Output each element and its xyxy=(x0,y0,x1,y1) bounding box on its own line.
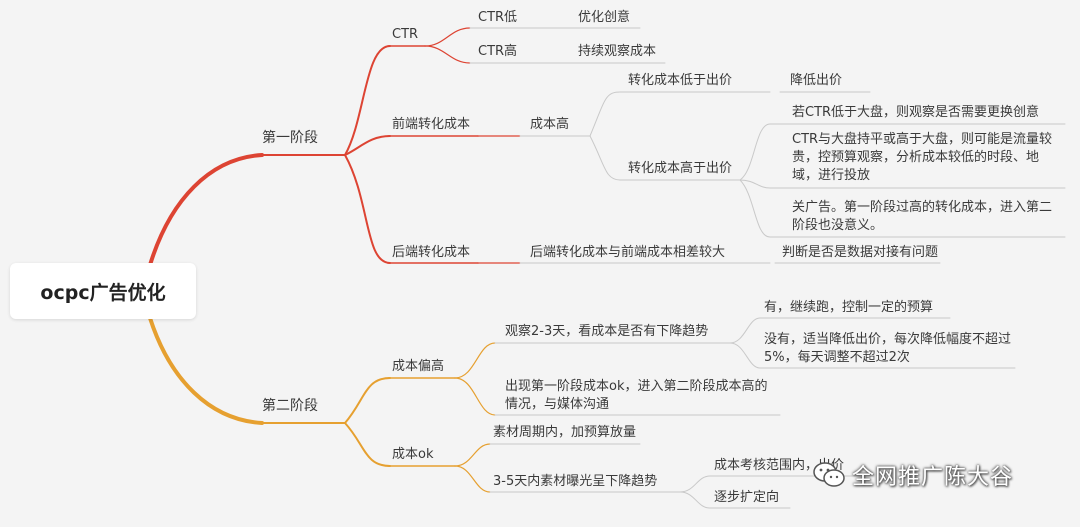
node-cost-ok[interactable]: 成本ok xyxy=(392,447,434,462)
node-cost-high[interactable]: 成本偏高 xyxy=(392,359,445,374)
node-trend[interactable]: 3-5天内素材曝光呈下降趋势 xyxy=(493,474,658,489)
node-above-bid-1[interactable]: 若CTR低于大盘，则观察是否需要更换创意 xyxy=(792,105,1040,120)
node-ctr[interactable]: CTR xyxy=(392,27,419,42)
node-observe[interactable]: 观察2-3天，看成本是否有下降趋势 xyxy=(505,324,709,339)
node-ctr-high-action[interactable]: 持续观察成本 xyxy=(578,44,657,59)
node-no[interactable]: 没有，适当降低出价，每次降低幅度不超过5%，每天调整不超过2次 xyxy=(764,332,1012,365)
node-above-bid[interactable]: 转化成本高于出价 xyxy=(628,161,733,176)
node-below-bid[interactable]: 转化成本低于出价 xyxy=(628,73,733,88)
watermark: 全网推广陈大谷 xyxy=(812,459,1013,491)
node-ctr-low-action[interactable]: 优化创意 xyxy=(578,10,631,25)
link-root-stage2 xyxy=(148,316,264,425)
node-expand[interactable]: 逐步扩定向 xyxy=(714,490,780,505)
node-back-judge[interactable]: 判断是否是数据对接有问题 xyxy=(782,245,939,260)
node-high-cost[interactable]: 成本高 xyxy=(530,117,570,132)
node-below-bid-action[interactable]: 降低出价 xyxy=(790,73,843,88)
node-sync[interactable]: 出现第一阶段成本ok，进入第二阶段成本高的情况，与媒体沟通 xyxy=(505,379,768,412)
watermark-text: 全网推广陈大谷 xyxy=(852,465,1014,490)
root-node[interactable]: ocpc广告优化 xyxy=(10,263,196,319)
node-back-cost[interactable]: 后端转化成本 xyxy=(392,245,471,260)
node-budget[interactable]: 素材周期内，加预算放量 xyxy=(493,425,637,440)
node-in-range[interactable]: 成本考核范围内，出价 xyxy=(714,458,845,473)
node-ctr-high[interactable]: CTR高 xyxy=(478,44,518,59)
node-yes[interactable]: 有，继续跑，控制一定的预算 xyxy=(764,300,934,315)
node-front-cost[interactable]: 前端转化成本 xyxy=(392,117,471,132)
node-stage1[interactable]: 第一阶段 xyxy=(262,130,318,146)
node-above-bid-2[interactable]: CTR与大盘持平或高于大盘，则可能是流量较贵，控预算观察，分析成本较低的时段、地… xyxy=(792,132,1053,183)
node-ctr-low[interactable]: CTR低 xyxy=(478,10,518,25)
node-stage2[interactable]: 第二阶段 xyxy=(262,398,318,414)
node-back-gap[interactable]: 后端转化成本与前端成本相差较大 xyxy=(530,245,726,260)
link-root-stage1 xyxy=(148,153,264,267)
node-above-bid-3[interactable]: 关广告。第一阶段过高的转化成本，进入第二阶段也没意义。 xyxy=(792,200,1053,233)
wechat-icon xyxy=(812,461,846,489)
